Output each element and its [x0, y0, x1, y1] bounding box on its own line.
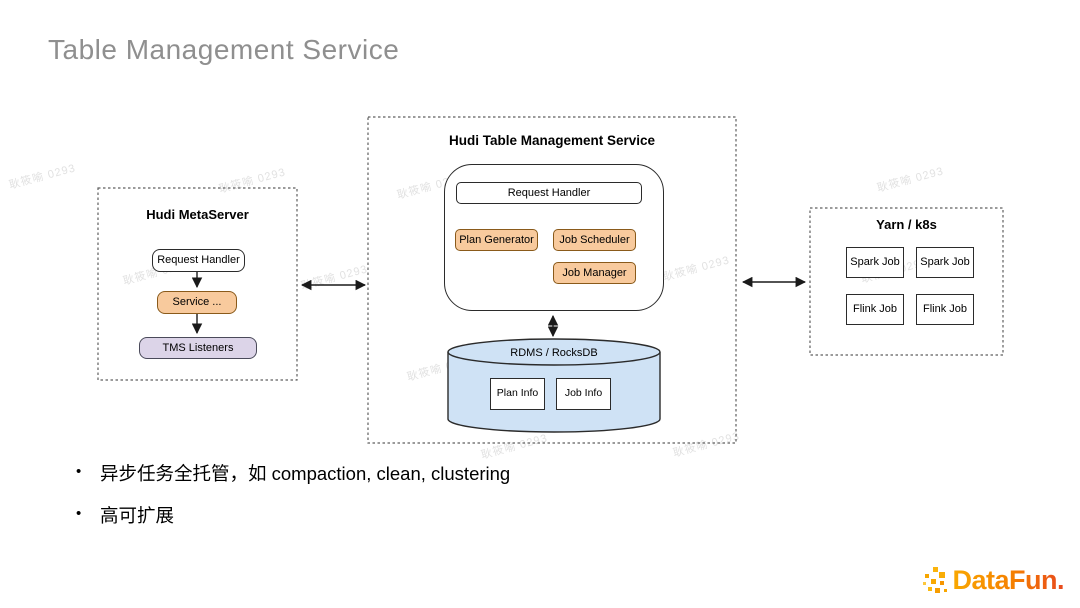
metaserver-title: Hudi MetaServer	[146, 207, 249, 222]
bullet-list: 异步任务全托管，如 compaction, clean, clustering …	[70, 462, 510, 546]
flink-job-box: Flink Job	[846, 294, 904, 325]
spark-job-box: Spark Job	[916, 247, 974, 278]
watermark-text: 耿筱喻 0293	[299, 263, 370, 293]
job-info-box: Job Info	[556, 378, 611, 410]
cluster-title: Yarn / k8s	[876, 217, 937, 232]
job-scheduler-box: Job Scheduler	[553, 229, 636, 251]
watermark-text: 耿筱喻 0293	[875, 165, 946, 195]
watermark-text: 耿筱喻 0293	[7, 162, 78, 192]
storage-title: RDMS / RocksDB	[510, 347, 598, 359]
tms-title: Hudi Table Management Service	[448, 133, 656, 148]
spark-job-box: Spark Job	[846, 247, 904, 278]
plan-info-box: Plan Info	[490, 378, 545, 410]
watermark-text: 耿筱喻 0293	[479, 432, 550, 462]
bullet-item: 异步任务全托管，如 compaction, clean, clustering	[70, 462, 510, 485]
service-box: Service ...	[157, 291, 237, 314]
plan-generator-box: Plan Generator	[455, 229, 538, 251]
logo-mosaic-icon	[923, 566, 950, 596]
logo-text: DataFun.	[952, 565, 1064, 595]
metaserver-request-handler-box: Request Handler	[152, 249, 245, 272]
page-title: Table Management Service	[48, 34, 400, 65]
storage-cylinder	[447, 352, 661, 433]
watermark-text: 耿筱喻 0293	[661, 254, 732, 284]
watermark-text: 耿筱喻 0293	[217, 166, 288, 196]
bullet-item: 高可扩展	[70, 504, 510, 527]
datafun-logo: DataFun.	[923, 565, 1064, 596]
tms-request-handler-box: Request Handler	[456, 182, 642, 204]
tms-listeners-box: TMS Listeners	[139, 337, 257, 359]
job-manager-box: Job Manager	[553, 262, 636, 284]
flink-job-box: Flink Job	[916, 294, 974, 325]
watermark-text: 耿筱喻 0293	[671, 430, 742, 460]
